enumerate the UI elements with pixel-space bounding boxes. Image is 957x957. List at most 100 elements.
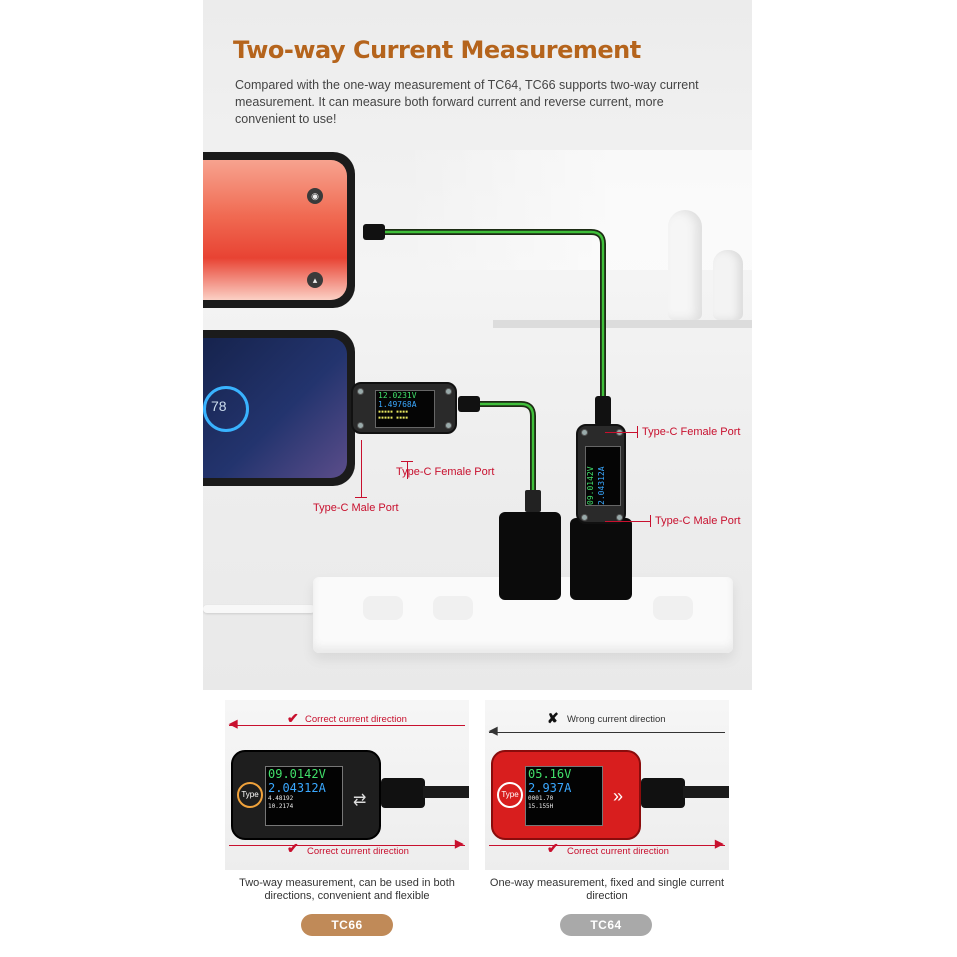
cable: [683, 786, 729, 798]
screw: [616, 514, 623, 521]
tc66-panel: ◀ ✔ Correct current direction Type 09.01…: [225, 700, 469, 870]
flashlight-icon: ▴: [307, 272, 323, 288]
type-c-logo: Type: [497, 782, 523, 808]
socket: [433, 596, 473, 620]
callout-line: [650, 515, 651, 527]
direction-arrow: [229, 725, 465, 726]
callout-line: [637, 426, 638, 438]
cross-icon: ✘: [547, 710, 559, 726]
callout-line: [361, 440, 362, 498]
arrow-left-icon: ◀: [229, 718, 238, 730]
screw: [357, 388, 364, 395]
phone-screen: ◉ ▴: [203, 160, 347, 300]
product-page: Two-way Current Measurement Compared wit…: [203, 0, 752, 957]
background-vase: [713, 250, 743, 320]
check-icon: ✔: [287, 840, 299, 856]
tc66-badge: TC66: [301, 914, 393, 936]
battery-ring-icon: [203, 386, 249, 432]
tc66-caption: Two-way measurement, can be used in both…: [239, 877, 455, 902]
usb-c-plug: [595, 396, 611, 426]
tc64-stat: 0001.70: [528, 795, 554, 802]
charger-left: [499, 512, 561, 600]
type-c-logo: Type: [237, 782, 263, 808]
meter-current: 1.49768A: [378, 400, 417, 409]
socket: [653, 596, 693, 620]
tc64-panel: ◀ ✘ Wrong current direction Type 05.16V …: [485, 700, 729, 870]
callout-male-right: Type-C Male Port: [655, 515, 741, 527]
camera-icon: ◉: [307, 188, 323, 204]
arrow-right-icon: ▶: [715, 838, 724, 850]
arrow-left-icon: ◀: [489, 725, 498, 737]
power-cord: [203, 605, 315, 613]
direction-arrow: [229, 845, 465, 846]
meter-current: 2.04312A: [597, 466, 606, 505]
tc66-display: 09.0142V 2.04312A 4.48192 10.2174: [265, 766, 343, 826]
meter-display: 09.0142V 2.04312A: [585, 446, 621, 506]
callout-line: [605, 521, 650, 522]
tc66-stat: 10.2174: [268, 803, 294, 810]
callout-male-left: Type-C Male Port: [313, 502, 399, 514]
screw: [445, 388, 452, 395]
meter-voltage: 12.0231V: [378, 391, 417, 400]
screw: [445, 422, 452, 429]
meter-stats: ▪▪▪▪▪ ▪▪▪▪: [378, 415, 409, 421]
cable-diagram: [363, 224, 611, 512]
usb-c-plug: [363, 224, 385, 240]
phone-screen: 78: [203, 338, 347, 478]
tc66-current: 2.04312A: [268, 781, 326, 795]
callout-line: [407, 461, 408, 479]
tc64-stat: 15.155H: [528, 803, 554, 810]
callout-female-right: Type-C Female Port: [642, 426, 741, 438]
tc64-display: 05.16V 2.937A 0001.70 15.155H: [525, 766, 603, 826]
meter-voltage: 09.0142V: [586, 466, 595, 505]
cable-bottom-highlight: [478, 402, 535, 494]
callout-line: [401, 461, 413, 462]
check-icon: ✔: [547, 840, 559, 856]
arrow-right-icon: ▶: [455, 838, 464, 850]
background-shelf: [493, 320, 752, 328]
direction-label-bottom: Correct current direction: [307, 846, 409, 857]
tc64-current: 2.937A: [528, 781, 572, 795]
direction-arrow: [489, 732, 725, 733]
usb-c-plug: [458, 396, 480, 412]
cable-bottom: [478, 401, 536, 494]
battery-level: 78: [211, 398, 227, 414]
page-title: Two-way Current Measurement: [233, 36, 641, 64]
intro-text: Compared with the one-way measurement of…: [235, 78, 699, 126]
screw: [357, 422, 364, 429]
meter-stats: ▪▪▪▪▪ ▪▪▪▪: [378, 409, 409, 415]
meter-display: 12.0231V 1.49768A ▪▪▪▪▪ ▪▪▪▪ ▪▪▪▪▪ ▪▪▪▪: [375, 390, 435, 428]
charger-right: [570, 518, 632, 600]
tc66-stat: 4.48192: [268, 795, 294, 802]
tc64-caption: One-way measurement, fixed and single cu…: [489, 877, 725, 902]
tc66-meter: Type 09.0142V 2.04312A 4.48192 10.2174 ⇄: [231, 750, 381, 840]
tc66-voltage: 09.0142V: [268, 767, 326, 781]
direction-arrow: [489, 845, 725, 846]
meter-horizontal: 12.0231V 1.49768A ▪▪▪▪▪ ▪▪▪▪ ▪▪▪▪▪ ▪▪▪▪: [351, 382, 457, 434]
tc64-voltage: 05.16V: [528, 767, 572, 781]
phone-bottom: 78: [203, 330, 355, 486]
screw: [581, 514, 588, 521]
screw: [581, 429, 588, 436]
phone-top: ◉ ▴: [203, 152, 355, 308]
usb-c-plug: [641, 778, 685, 808]
check-icon: ✔: [287, 710, 299, 726]
background-vase: [668, 210, 702, 320]
hero-section: Two-way Current Measurement Compared wit…: [203, 0, 752, 690]
cable: [423, 786, 469, 798]
cable-top-highlight: [378, 230, 605, 396]
meter-vertical: 09.0142V 2.04312A: [576, 424, 626, 524]
bidirectional-arrows-icon: ⇄: [353, 792, 367, 809]
cable-top: [378, 229, 606, 396]
tc64-badge: TC64: [560, 914, 652, 936]
direction-label-top: Correct current direction: [305, 714, 407, 725]
tc64-meter: Type 05.16V 2.937A 0001.70 15.155H »: [491, 750, 641, 840]
callout-line: [605, 432, 637, 433]
direction-label-bottom: Correct current direction: [567, 846, 669, 857]
usb-c-plug: [381, 778, 425, 808]
usb-plug: [525, 490, 541, 512]
callout-female-left: Type-C Female Port: [396, 466, 495, 478]
forward-arrows-icon: »: [613, 786, 624, 806]
direction-label-top: Wrong current direction: [567, 714, 666, 725]
socket: [363, 596, 403, 620]
